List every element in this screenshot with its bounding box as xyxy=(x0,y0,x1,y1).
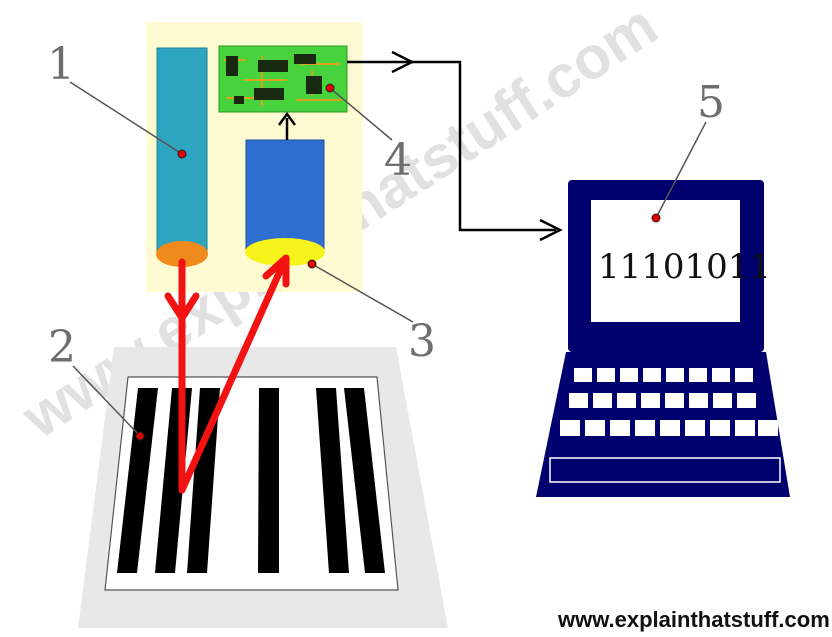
label-1: 1 xyxy=(47,39,75,90)
cable-arrowhead-right xyxy=(391,50,415,74)
data-cable xyxy=(347,60,556,232)
circuit-board xyxy=(218,45,348,113)
signal-arrowhead-up xyxy=(277,111,297,126)
computer-screen xyxy=(591,200,740,322)
label-markers xyxy=(135,83,661,441)
laser-beam xyxy=(164,254,290,494)
computer xyxy=(536,180,790,497)
cable-arrowhead-computer xyxy=(539,218,563,242)
keyboard-keys xyxy=(560,368,778,436)
label-4: 4 xyxy=(384,135,412,186)
label-2: 2 xyxy=(48,322,76,373)
credit-text: www.explainthatstuff.com xyxy=(557,607,830,632)
label-3: 3 xyxy=(408,316,436,367)
photocell-tube xyxy=(245,139,325,251)
computer-trackpad xyxy=(549,457,781,483)
label-5: 5 xyxy=(697,77,725,128)
light-emitter-end xyxy=(156,241,208,267)
photocell-lens xyxy=(245,238,325,266)
leader-lines xyxy=(69,81,707,437)
binary-readout: 11101011 xyxy=(598,247,771,287)
